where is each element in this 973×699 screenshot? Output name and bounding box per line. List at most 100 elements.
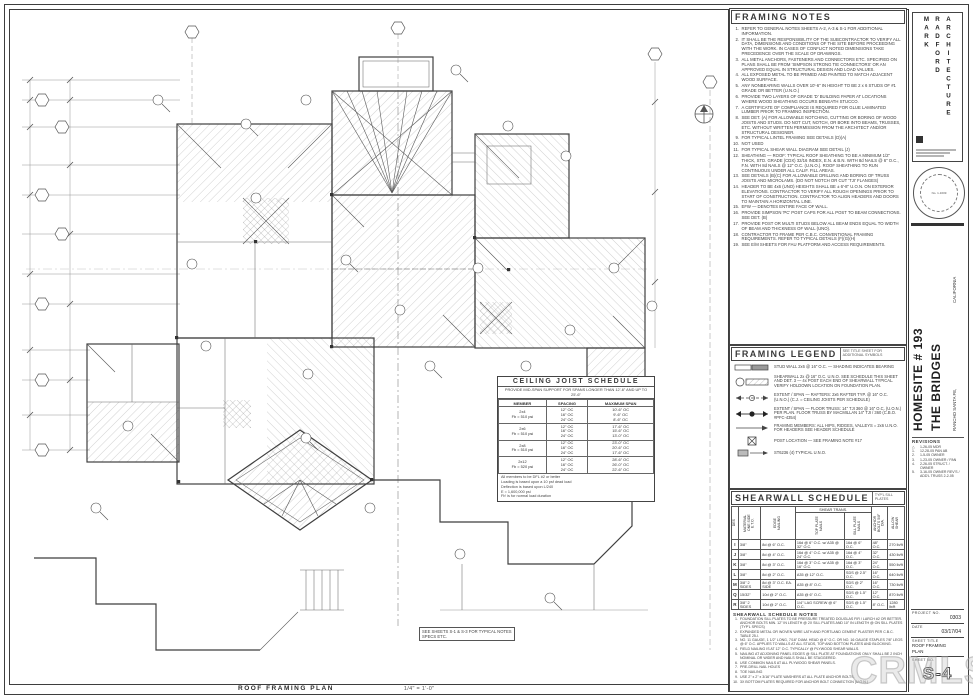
shearwall-row: J 3/8" 8d @ 4" O.C. 16d @ 4" O.C. w/ A35…: [731, 549, 905, 560]
building-inner-lines: [87, 60, 595, 611]
grid-bubbles: [34, 21, 718, 457]
firm-word-radford: RADFORD: [934, 16, 941, 76]
framing-legend-side-note: SEE TITLE SHEET FOR ADDITIONAL SYMBOLS: [839, 348, 904, 360]
legend-item: POST LOCATION — SEE FRAMING NOTE #17: [730, 435, 906, 448]
revision-entry: △1-26-05 MDR: [912, 445, 942, 449]
framing-legend-section: FRAMING LEGEND SEE TITLE SHEET FOR ADDIT…: [729, 345, 907, 489]
shearwall-row: M 3/8" 2 SIDES 8d @ 3" O.C. EA. SIDE A35…: [731, 579, 905, 590]
framing-note: 9.FOR TYPICAL LINTEL FRAMING SEE DETAILS…: [735, 135, 847, 141]
shearwall-note: 8.TOE NAILING: [735, 670, 763, 675]
cjs-footnote: Loading is based upon a 10 psf dead load: [501, 480, 572, 485]
framing-note: 13.SEE DETAILS (B)(C) FOR ALLOWABLE DRIL…: [733, 173, 890, 184]
firm-word-mark: MARK: [923, 16, 930, 50]
shearwall-table: DES MATERIAL ONE SIDE E.T.O. EDGE NAILIN…: [731, 506, 905, 610]
revisions-block: REVISIONS △1-26-05 MDR 1.12-28-05 PAN AB…: [912, 437, 964, 479]
framing-note: 5.ANY NONBEARING WALLS OVER 10'-6" IN HE…: [735, 83, 896, 93]
north-arrow-icon: [694, 104, 714, 124]
shearwall-note: 1.FOUNDATION SILL PLATES TO BE PRESSURE …: [735, 617, 903, 629]
sheet-border-inner-left: [9, 9, 10, 684]
shearwall-schedule-section: SHEARWALL SCHEDULE TYP'L SILL PLATES DES…: [729, 489, 907, 692]
rafter-extent-symbol-icon: [733, 392, 771, 404]
framing-note: 4.ALL EXPOSED METAL TO BE PRIMED AND PAI…: [735, 72, 893, 83]
firm-address: [916, 130, 959, 158]
project-location-line2: CALIFORNIA: [952, 276, 957, 303]
sw-col-material: MATERIAL ONE SIDE E.T.O.: [742, 513, 755, 532]
revision-entry: 1.12-28-05 PAN AB: [912, 449, 948, 454]
shearwall-header: SHEARWALL SCHEDULE TYP'L SILL PLATES: [731, 491, 905, 505]
stud-wall-symbol-icon: [733, 364, 771, 372]
framing-notes-title: FRAMING NOTES: [731, 10, 905, 24]
sw-col-edge: EDGE NAILING: [773, 515, 782, 530]
framing-note: 3.ALL METAL ANCHORS, FASTENERS AND CONNE…: [735, 56, 897, 72]
roof-framing-plan-drawing: [22, 21, 718, 651]
strap-symbol-icon: [733, 449, 771, 457]
revision-entry: 5.3-16-05 OWNER REV'S / ADD'L TRUSS 2-2-…: [912, 470, 960, 479]
shearwall-row: I 3/8" 8d @ 6" O.C. 16d @ 6" O.C. w/ A35…: [731, 539, 905, 550]
project-no-value: 0303: [949, 615, 961, 621]
architect-stamp: No. 1-1609: [913, 167, 965, 219]
detail-callouts: [90, 64, 658, 611]
cjs-col-span: MAXIMUM SPAN: [587, 399, 654, 408]
project-no-row: PROJECT NO. 0303: [911, 609, 964, 623]
sheet-title-value-2: PLAN: [912, 648, 924, 654]
shearwall-corner-note: TYP'L SILL PLATES: [871, 492, 904, 504]
date-row: DATE 03/17/04: [911, 623, 964, 637]
cjs-footnote: Fb' is for normal load duration: [501, 494, 552, 499]
date-value: 03/17/04: [941, 629, 961, 635]
legend-item: SHEARWALL 2x @ 16" O.C. U.N.O. SEE SCHED…: [730, 373, 906, 390]
sw-col-anchor: ANCHOR BOLTS 5/8" DIA.: [872, 513, 885, 532]
cjs-col-member: MEMBER: [498, 399, 547, 408]
project-title-line1: HOMESITE # 193: [911, 327, 925, 431]
shearwall-note: 3.NO. 11 GAUGE, 1 1/2" LONG, 7/16" DIAM.…: [735, 638, 903, 647]
sw-col-des: DES: [732, 518, 736, 527]
shearwall-title: SHEARWALL SCHEDULE: [735, 493, 869, 503]
shearwall-note: 2.EXPANDED METAL OR WOVEN WIRE LATH AND …: [735, 629, 894, 638]
framing-note: 14.HEADER TO BE 4x6 (UNO) HEIGHTS SHALL …: [733, 184, 899, 204]
shearwall-note: 5.NAILING AT ADJOINING PANEL EDGES @ SIL…: [735, 651, 902, 660]
titleblock-divider: [911, 223, 964, 226]
shearwall-row: L 3/8" 8d @ 2" O.C. A35 @ 12" O.C. SDS @…: [731, 569, 905, 580]
framing-note: 2.IT SHALL BE THE RESPONSIBILITY OF THE …: [735, 36, 901, 57]
framing-legend-title: FRAMING LEGEND: [735, 349, 837, 359]
shearwall-note: 4.FIELD NAILING IS AT 12" O.C. TYPICALLY…: [735, 647, 860, 652]
floor-truss-extent-symbol-icon: [733, 408, 771, 420]
framing-note: 18.CONTRACTOR TO FRAME PER C.B.C. CONVEN…: [733, 231, 874, 242]
sheet-title-value-1: ROOF FRAMING: [912, 643, 947, 648]
shearwall-note: 6.USE COMMON NAILS AT ALL PLYWOOD SHEAR …: [735, 660, 836, 665]
sw-col-sill-plate: SILL PLATE NAILS: [852, 516, 861, 535]
cjs-footnote: Deflection is based upon L/240: [501, 484, 554, 489]
shearwall-note: 10.3X BOTTOM PLATES REQUIRED FOR ANCHOR …: [733, 679, 869, 684]
framing-note: 15.EFW — DENOTES ENTIRE FACE OF WALL.: [733, 204, 829, 210]
legend-item: EXTENT / SPAN — FLOOR TRUSS: 14" TJI 360…: [730, 405, 906, 422]
sheet-border-inner-top: [9, 9, 966, 10]
shearwall-note: 7.PRE-DRILL NAIL HOLES: [735, 665, 781, 670]
sheet-border-inner-bottom: [9, 684, 728, 685]
dimension-ticks: [26, 76, 659, 454]
revision-entry: 3.1-23-05 OWNER / PAN: [912, 457, 957, 462]
shearwall-row: Q 15/32" 10d @ 2" O.C. A35 @ 6" O.C. SDS…: [731, 589, 905, 600]
ceiling-joist-schedule: CEILING JOIST SCHEDULE PROVIDE MID-SPAN …: [497, 376, 655, 502]
architect-stamp-number: No. 1-1609: [920, 174, 958, 212]
sw-col-top-plate: TOP PLATE NAILS: [815, 516, 823, 535]
framing-note: 11.FOR TYPICAL SHEAR WALL DIAGRAM SEE DE…: [733, 147, 850, 153]
post-symbol-icon: [733, 436, 771, 446]
column-divider: [728, 9, 729, 692]
plan-scale: 1/4" = 1'-0": [403, 686, 435, 692]
sheet-border-outer: [4, 4, 969, 695]
legend-item: EXTENT / SPAN — RAFTERS: 2x6 RAFTER TYP.…: [730, 390, 906, 405]
sheet-info-block: PROJECT NO. 0303 DATE 03/17/04 SHEET TIT…: [911, 609, 964, 686]
cjs-footnote: E = 1,600,000 psi: [501, 489, 531, 494]
framing-notes-list: 1.REFER TO GENERAL NOTES SHEETS A-2, A-3…: [730, 25, 906, 250]
cjs-subtitle: PROVIDE MID-SPAN SUPPORT FOR SPANS LONGE…: [498, 387, 654, 400]
legend-item: ST6236 (4) TYPICAL U.N.O.: [730, 448, 906, 459]
framing-note: 7.A CERTIFICATE OF COMPLIANCE IS REQUIRE…: [735, 104, 887, 115]
shearwall-notes: SHEARWALL SCHEDULE NOTES 1.FOUNDATION SI…: [730, 610, 906, 688]
sw-col-allow: ALLOW SHEAR: [891, 516, 900, 529]
sheet-no-row: SHEET NO. S-4: [911, 656, 964, 686]
shearwall-note: 9.USE 2" x 2" x 3/16" PLATE WASHERS AT A…: [735, 674, 855, 679]
